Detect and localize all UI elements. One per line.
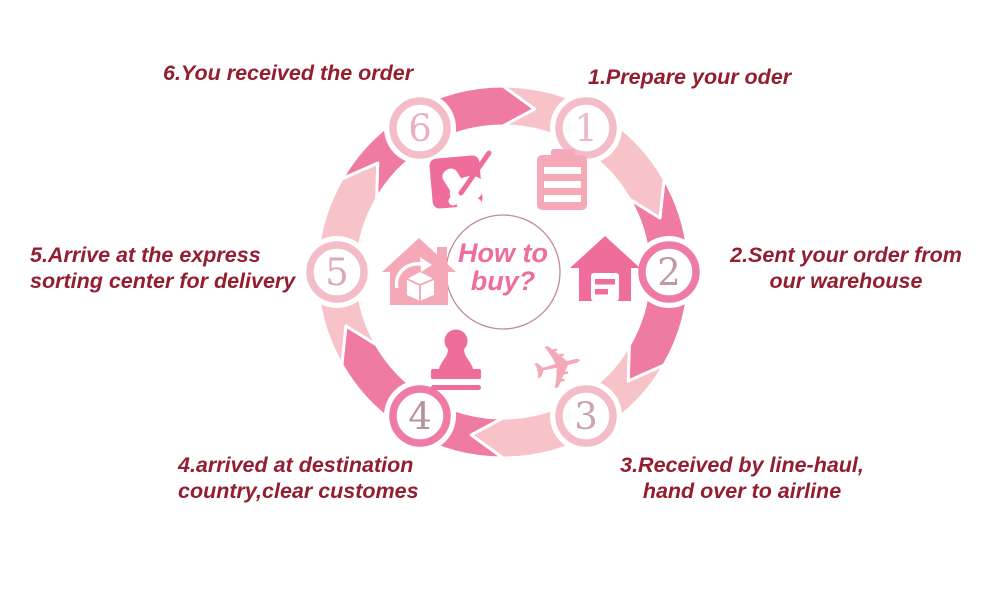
step-number-1: 1	[574, 107, 598, 150]
step-number-4: 4	[408, 395, 432, 438]
step-label-4-line-1: 4.arrived at destination	[178, 453, 414, 477]
step-label-1: 1.Prepare your oder	[588, 64, 791, 90]
step-label-2-line-2: our warehouse	[769, 269, 923, 293]
arc-segment-4	[340, 324, 505, 460]
step-label-2-line-1: 2.Sent your order from	[730, 243, 962, 267]
step-label-3-line-2: hand over to airline	[642, 479, 842, 503]
step-label-4-line-2: country,clear customes	[178, 479, 419, 503]
title-line-2: buy?	[470, 266, 536, 296]
clipboard-icon	[537, 149, 587, 210]
step-label-5-line-2: sorting center for delivery	[30, 269, 296, 293]
step-label-4: 4.arrived at destination country,clear c…	[178, 452, 419, 504]
step-circle-2: 2	[633, 236, 705, 308]
step-label-2: 2.Sent your order from our warehouse	[712, 242, 980, 294]
step-label-3: 3.Received by line-haul, hand over to ai…	[598, 452, 886, 504]
step-number-3: 3	[574, 395, 598, 438]
airplane-icon: ✈	[524, 325, 592, 408]
step-circle-3: 3	[550, 380, 622, 452]
step-circle-4: 4	[384, 380, 456, 452]
step-label-1-line-1: 1.Prepare your oder	[588, 65, 792, 89]
arc-segment-1	[501, 84, 666, 220]
house-box-icon	[382, 238, 456, 305]
step-label-5: 5.Arrive at the express sorting center f…	[30, 242, 295, 294]
step-circle-6: 6	[384, 92, 456, 164]
arc-segment-3	[469, 343, 666, 460]
step-label-5-line-1: 5.Arrive at the express	[30, 243, 261, 267]
step-circle-5: 5	[301, 236, 373, 308]
step-label-6: 6.You received the order	[163, 60, 413, 86]
step-number-2: 2	[657, 251, 681, 294]
step-label-3-line-1: 3.Received by line-haul,	[620, 453, 864, 477]
step-number-6: 6	[408, 107, 432, 150]
stamp-icon	[431, 329, 481, 390]
step-circle-1: 1	[550, 92, 622, 164]
svg-text:✈: ✈	[524, 325, 592, 408]
title-line-1: How to	[458, 238, 548, 268]
hand-sign-icon	[429, 150, 492, 210]
step-label-6-line-1: 6.You received the order	[163, 61, 414, 85]
warehouse-icon	[570, 236, 640, 301]
step-number-5: 5	[325, 251, 349, 294]
page-title: How to buy?	[443, 239, 563, 295]
